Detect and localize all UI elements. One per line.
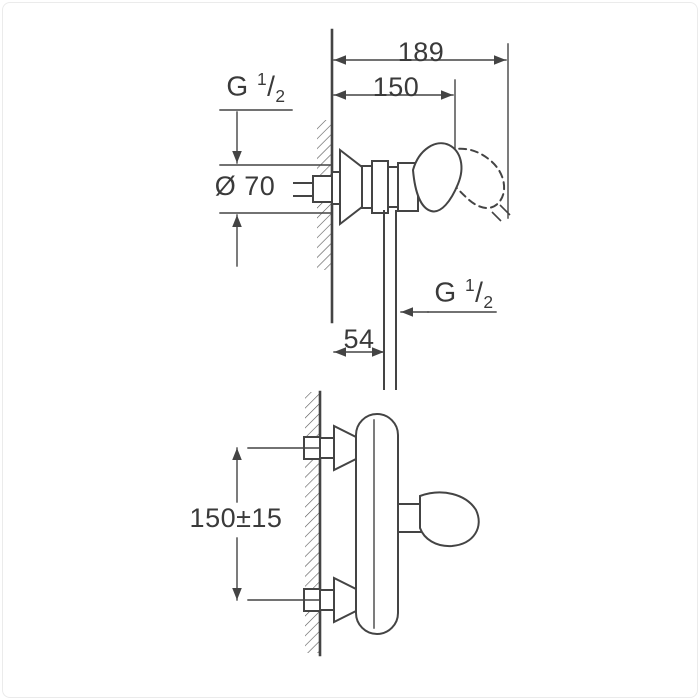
- dim-diameter-70-label: Ø 70: [214, 171, 276, 201]
- thread-outlet-slash: /: [475, 276, 484, 308]
- side-view-drawing: [219, 28, 511, 390]
- dim-150-label: 150: [372, 72, 420, 102]
- escutcheon-nut-bottom: [319, 589, 335, 611]
- escutcheon-cone: [339, 147, 363, 227]
- handle-grip: [419, 491, 480, 548]
- wall-fitting: [312, 175, 333, 203]
- wall-hatching-front: [305, 392, 320, 653]
- front-view-drawing: [232, 390, 480, 657]
- escutcheon-nut-top: [319, 437, 335, 459]
- escutcheon-step: [331, 171, 341, 205]
- thread-outlet-prefix: G: [434, 276, 457, 308]
- dim-150-15-label: 150±15: [181, 503, 291, 534]
- thread-wall-prefix: G: [226, 70, 249, 102]
- escutcheon-cone-top: [333, 424, 357, 472]
- mixer-body: [355, 413, 399, 635]
- thread-size-label-wall: G 1/2: [216, 69, 296, 106]
- thread-outlet-numerator: 1: [464, 275, 476, 295]
- handle-tip-tick-2: [491, 211, 502, 222]
- thread-outlet-denominator: 2: [483, 291, 494, 312]
- thread-wall-slash: /: [267, 70, 276, 102]
- thread-size-label-outlet: G 1/2: [424, 275, 504, 312]
- handle-tip-tick-1: [499, 204, 511, 216]
- dim-54-label: 54: [343, 324, 375, 354]
- thread-wall-numerator: 1: [256, 69, 268, 89]
- valve-body-section-3: [387, 166, 399, 208]
- valve-body-section-1: [361, 165, 373, 209]
- valve-body-section-2: [371, 160, 389, 214]
- escutcheon-cone-bottom: [333, 576, 357, 624]
- dim-189-label: 189: [397, 37, 445, 67]
- lever-handle: [411, 142, 463, 213]
- thread-wall-denominator: 2: [275, 85, 286, 106]
- handle-neck: [397, 503, 423, 533]
